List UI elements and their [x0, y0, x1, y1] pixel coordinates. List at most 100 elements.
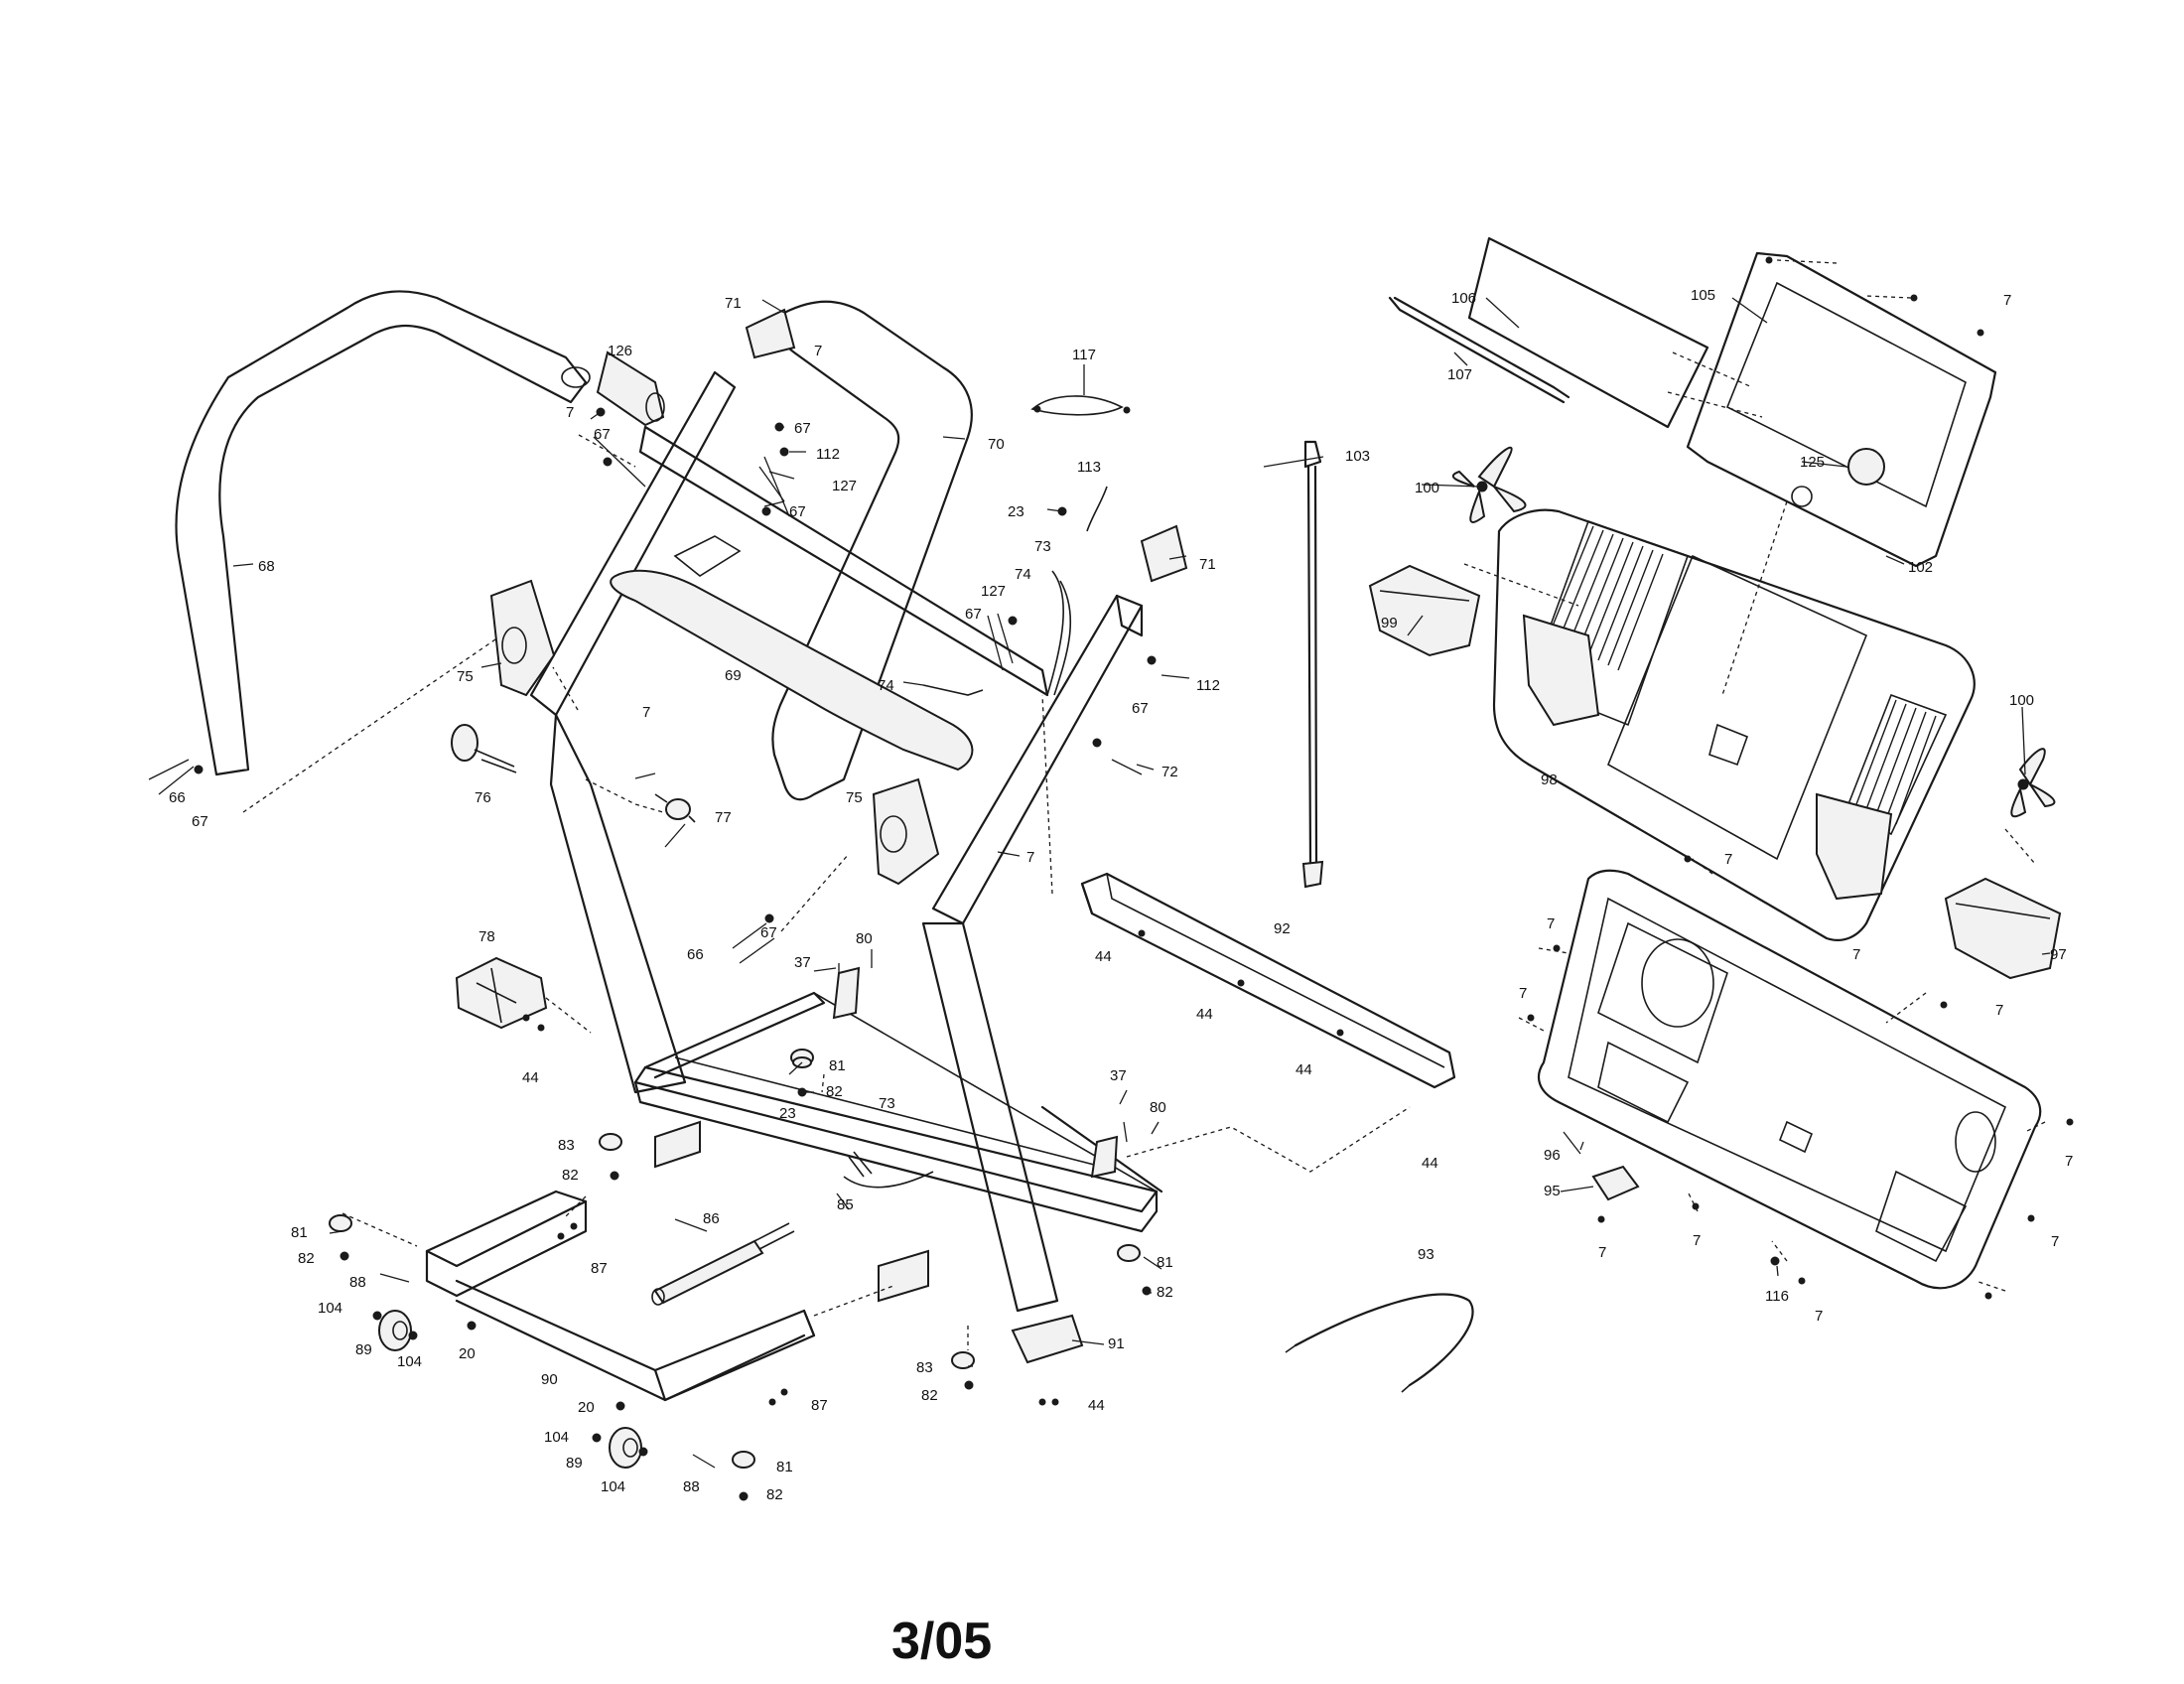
label-99: 99: [1381, 615, 1398, 632]
label-82: 82: [921, 1387, 938, 1404]
label-95: 95: [1544, 1183, 1561, 1199]
label-44: 44: [1088, 1397, 1105, 1414]
label-67: 67: [789, 503, 806, 520]
label-91: 91: [1108, 1335, 1125, 1352]
label-75: 75: [846, 789, 863, 806]
handrail-end-cap-126: [596, 351, 665, 427]
label-44: 44: [1095, 948, 1112, 965]
label-127: 127: [981, 583, 1006, 600]
label-37: 37: [794, 954, 811, 971]
label-81: 81: [776, 1459, 793, 1475]
label-80: 80: [1150, 1099, 1166, 1116]
label-104: 104: [544, 1429, 569, 1446]
clip-95: [1591, 1165, 1640, 1201]
console-mount-bracket-71: [745, 308, 1188, 583]
label-116: 116: [1765, 1288, 1789, 1305]
label-23: 23: [1008, 503, 1024, 520]
wire-harness-73-74: [843, 570, 1072, 1189]
label-37: 37: [1110, 1067, 1127, 1084]
assembly-dashed-lines: [242, 259, 2046, 1350]
label-7: 7: [566, 404, 574, 421]
label-82: 82: [1157, 1284, 1173, 1301]
crossmember-bracket-78: [455, 956, 548, 1032]
label-88: 88: [683, 1478, 700, 1495]
label-86: 86: [703, 1210, 720, 1227]
label-67: 67: [965, 606, 982, 623]
label-90: 90: [541, 1371, 558, 1388]
label-80: 80: [856, 930, 873, 947]
label-7: 7: [1026, 849, 1034, 866]
label-100: 100: [1415, 480, 1439, 496]
label-76: 76: [475, 789, 491, 806]
label-125: 125: [1800, 454, 1825, 471]
label-7: 7: [814, 343, 822, 359]
ground-strap-103: [1301, 440, 1324, 889]
label-23: 23: [779, 1105, 796, 1122]
incline-spring-86: [651, 1222, 795, 1306]
label-44: 44: [1196, 1006, 1213, 1023]
lift-bracket-and-rollers: [329, 966, 1141, 1469]
side-cover-75: [489, 579, 940, 886]
label-81: 81: [1157, 1254, 1173, 1271]
base-hardware: [340, 963, 1152, 1501]
label-7: 7: [1693, 1232, 1701, 1249]
label-98: 98: [1541, 772, 1558, 788]
label-68: 68: [258, 558, 275, 575]
wheel-89: [378, 1310, 642, 1469]
console-frame-105: [1686, 251, 1997, 568]
label-107: 107: [1447, 366, 1472, 383]
label-20: 20: [459, 1345, 476, 1362]
label-74: 74: [878, 677, 894, 694]
fan-100: [1451, 446, 2056, 818]
label-72: 72: [1161, 764, 1178, 780]
label-44: 44: [1296, 1061, 1312, 1078]
upright-crossbar-69: [610, 535, 974, 772]
label-102: 102: [1908, 559, 1933, 576]
label-81: 81: [829, 1057, 846, 1074]
label-7: 7: [1547, 915, 1555, 932]
uppercolumn-hardware: [148, 407, 1157, 964]
console-hardware: [1527, 256, 2074, 1300]
label-7: 7: [2065, 1153, 2073, 1170]
date-code: 3/05: [891, 1613, 992, 1670]
console-base-98: [1492, 508, 1976, 941]
label-7: 7: [1815, 1308, 1823, 1325]
mounting-channels: [654, 1120, 1084, 1364]
part-labels: 126 7 67 68 75 66 67 76 77 78 44 7 71 7 …: [169, 287, 2073, 1503]
label-103: 103: [1345, 448, 1370, 465]
label-74: 74: [1015, 566, 1031, 583]
front-crossbar-90: [425, 1190, 816, 1402]
label-93: 93: [1418, 1246, 1434, 1263]
console-base-96: [1537, 869, 2042, 1290]
cup-holder-97: [1944, 877, 2062, 980]
label-92: 92: [1274, 920, 1291, 937]
label-7: 7: [1724, 851, 1732, 868]
console-grills: [1548, 525, 1937, 825]
cup-holder-99: [1368, 564, 1893, 901]
label-82: 82: [766, 1486, 783, 1503]
label-66: 66: [687, 946, 704, 963]
label-106: 106: [1451, 290, 1476, 307]
label-67: 67: [760, 924, 777, 941]
label-126: 126: [608, 343, 632, 359]
label-97: 97: [2050, 946, 2067, 963]
label-7: 7: [642, 704, 650, 721]
label-66: 66: [169, 789, 186, 806]
label-7: 7: [2003, 292, 2011, 309]
label-82: 82: [826, 1083, 843, 1100]
label-85: 85: [837, 1196, 854, 1213]
label-44: 44: [522, 1069, 539, 1086]
label-87: 87: [591, 1260, 608, 1277]
label-83: 83: [558, 1137, 575, 1154]
label-77: 77: [715, 809, 732, 826]
label-104: 104: [397, 1353, 422, 1370]
bushing-77: [654, 793, 696, 823]
label-71: 71: [725, 295, 742, 312]
label-82: 82: [298, 1250, 315, 1267]
label-117: 117: [1072, 347, 1096, 363]
left-handrail-68: [175, 290, 591, 776]
incline-knob-76: [451, 724, 517, 773]
label-104: 104: [601, 1478, 625, 1495]
label-75: 75: [457, 668, 474, 685]
